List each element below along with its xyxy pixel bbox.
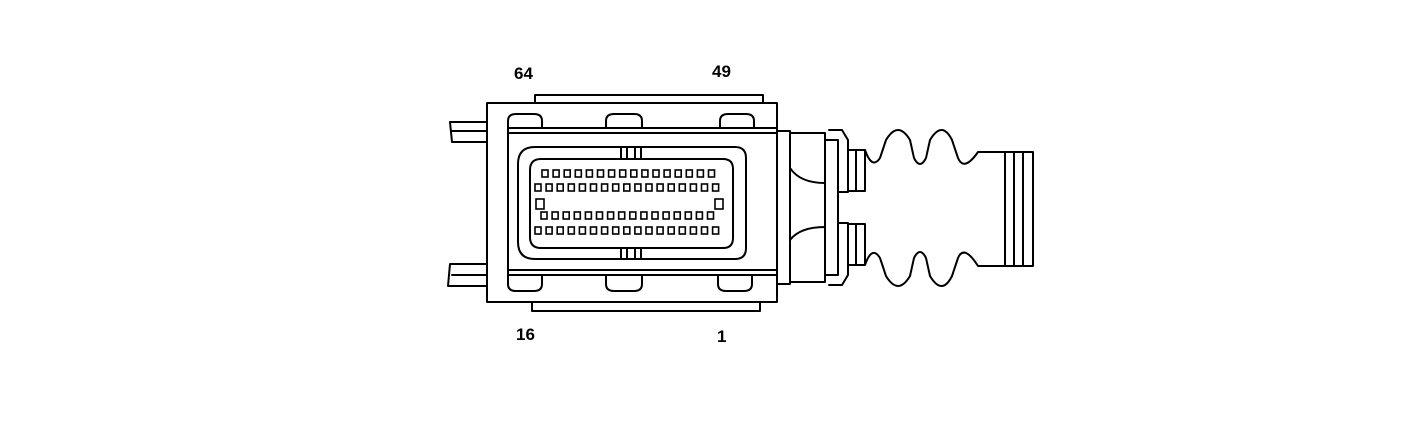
- pin-cavity-hole: [562, 211, 571, 220]
- pin-cavity-hole: [634, 226, 642, 235]
- pin-cavity-hole: [696, 169, 705, 178]
- cable-boot: [864, 129, 1034, 287]
- pin-cavity-hole: [673, 211, 682, 220]
- inner-frame: [507, 127, 778, 276]
- pin-cavity-hole: [689, 226, 698, 235]
- pin-cavity-hole: [714, 198, 724, 210]
- pin-cavity-hole: [556, 226, 565, 235]
- pin-cavity-hole: [578, 226, 587, 235]
- pin-cavity-hole: [678, 183, 687, 192]
- pin-cavity-hole: [663, 169, 671, 178]
- pin-label-64: 64: [514, 64, 533, 83]
- pin-cavity-hole: [541, 169, 549, 178]
- connector-rails: [531, 94, 764, 312]
- pin-grid: [534, 169, 724, 235]
- pin-cavity-hole: [552, 169, 560, 178]
- pin-cavity-hole: [689, 183, 698, 192]
- pin-cavity-hole: [606, 211, 615, 220]
- pin-cavity-hole: [645, 226, 653, 235]
- pin-cavity-hole: [674, 169, 683, 178]
- pin-cavity-hole: [589, 226, 598, 235]
- pin-cavity-hole: [567, 183, 576, 192]
- pin-cavity-hole: [545, 183, 553, 192]
- pin-cavity-hole: [574, 169, 583, 178]
- pin-label-49: 49: [712, 62, 731, 81]
- pin-cavity-hole: [622, 226, 631, 235]
- pin-cavity-hole: [534, 183, 542, 192]
- top-latches: [507, 113, 755, 128]
- pin-cavity-hole: [651, 211, 659, 220]
- pin-cavity-hole: [567, 226, 576, 235]
- left-mounting-tabs: [447, 121, 488, 287]
- pin-cavity-hole: [656, 183, 664, 192]
- pin-cavity-hole: [634, 183, 642, 192]
- pin-cavity-hole: [573, 211, 582, 220]
- pin-cavity-hole: [695, 211, 704, 220]
- pin-cavity-hole: [618, 169, 627, 178]
- pin-label-16: 16: [516, 325, 535, 344]
- pin-cavity-hole: [611, 183, 620, 192]
- bottom-latches: [507, 275, 753, 292]
- pin-cavity-hole: [596, 169, 605, 178]
- pin-cavity-hole: [607, 169, 616, 178]
- right-collar: [776, 129, 866, 286]
- pin-cavity-hole: [622, 183, 631, 192]
- pin-cavity-hole: [540, 211, 548, 220]
- pin-cavity-hole: [700, 183, 709, 192]
- pin-cavity-hole: [556, 183, 565, 192]
- pin-cavity-hole: [563, 169, 572, 178]
- pin-cavity-hole: [629, 169, 638, 178]
- pin-label-1: 1: [717, 327, 727, 346]
- pin-cavity-hole: [706, 211, 715, 220]
- pin-cavity-hole: [534, 226, 542, 235]
- pin-cavity-hole: [656, 226, 664, 235]
- pin-cavity-hole: [652, 169, 660, 178]
- pin-cavity-hole: [711, 183, 720, 192]
- pin-cavity-hole: [589, 183, 598, 192]
- pin-cavity-hole: [685, 169, 694, 178]
- pin-cavity-hole: [600, 226, 609, 235]
- pin-cavity-hole: [684, 211, 693, 220]
- pin-cavity-hole: [535, 198, 545, 210]
- pin-cavity-hole: [667, 226, 676, 235]
- pin-cavity-hole: [584, 211, 593, 220]
- pin-cavity: [517, 146, 747, 260]
- pin-cavity-hole: [711, 226, 720, 235]
- pin-cavity-hole: [545, 226, 553, 235]
- pin-cavity-hole: [640, 211, 648, 220]
- pin-cavity-hole: [600, 183, 609, 192]
- pin-cavity-hole: [662, 211, 670, 220]
- pin-cavity-hole: [707, 169, 716, 178]
- pin-cavity-hole: [617, 211, 626, 220]
- pin-cavity-hole: [585, 169, 594, 178]
- pin-cavity-hole: [578, 183, 587, 192]
- pin-cavity-hole: [645, 183, 653, 192]
- pin-cavity-hole: [667, 183, 676, 192]
- pin-cavity-hole: [611, 226, 620, 235]
- pin-cavity-hole: [678, 226, 687, 235]
- pin-cavity-hole: [551, 211, 559, 220]
- pin-cavity-hole: [700, 226, 709, 235]
- pin-cavity-hole: [595, 211, 604, 220]
- pin-cavity-hole: [641, 169, 649, 178]
- pin-cavity-hole: [628, 211, 637, 220]
